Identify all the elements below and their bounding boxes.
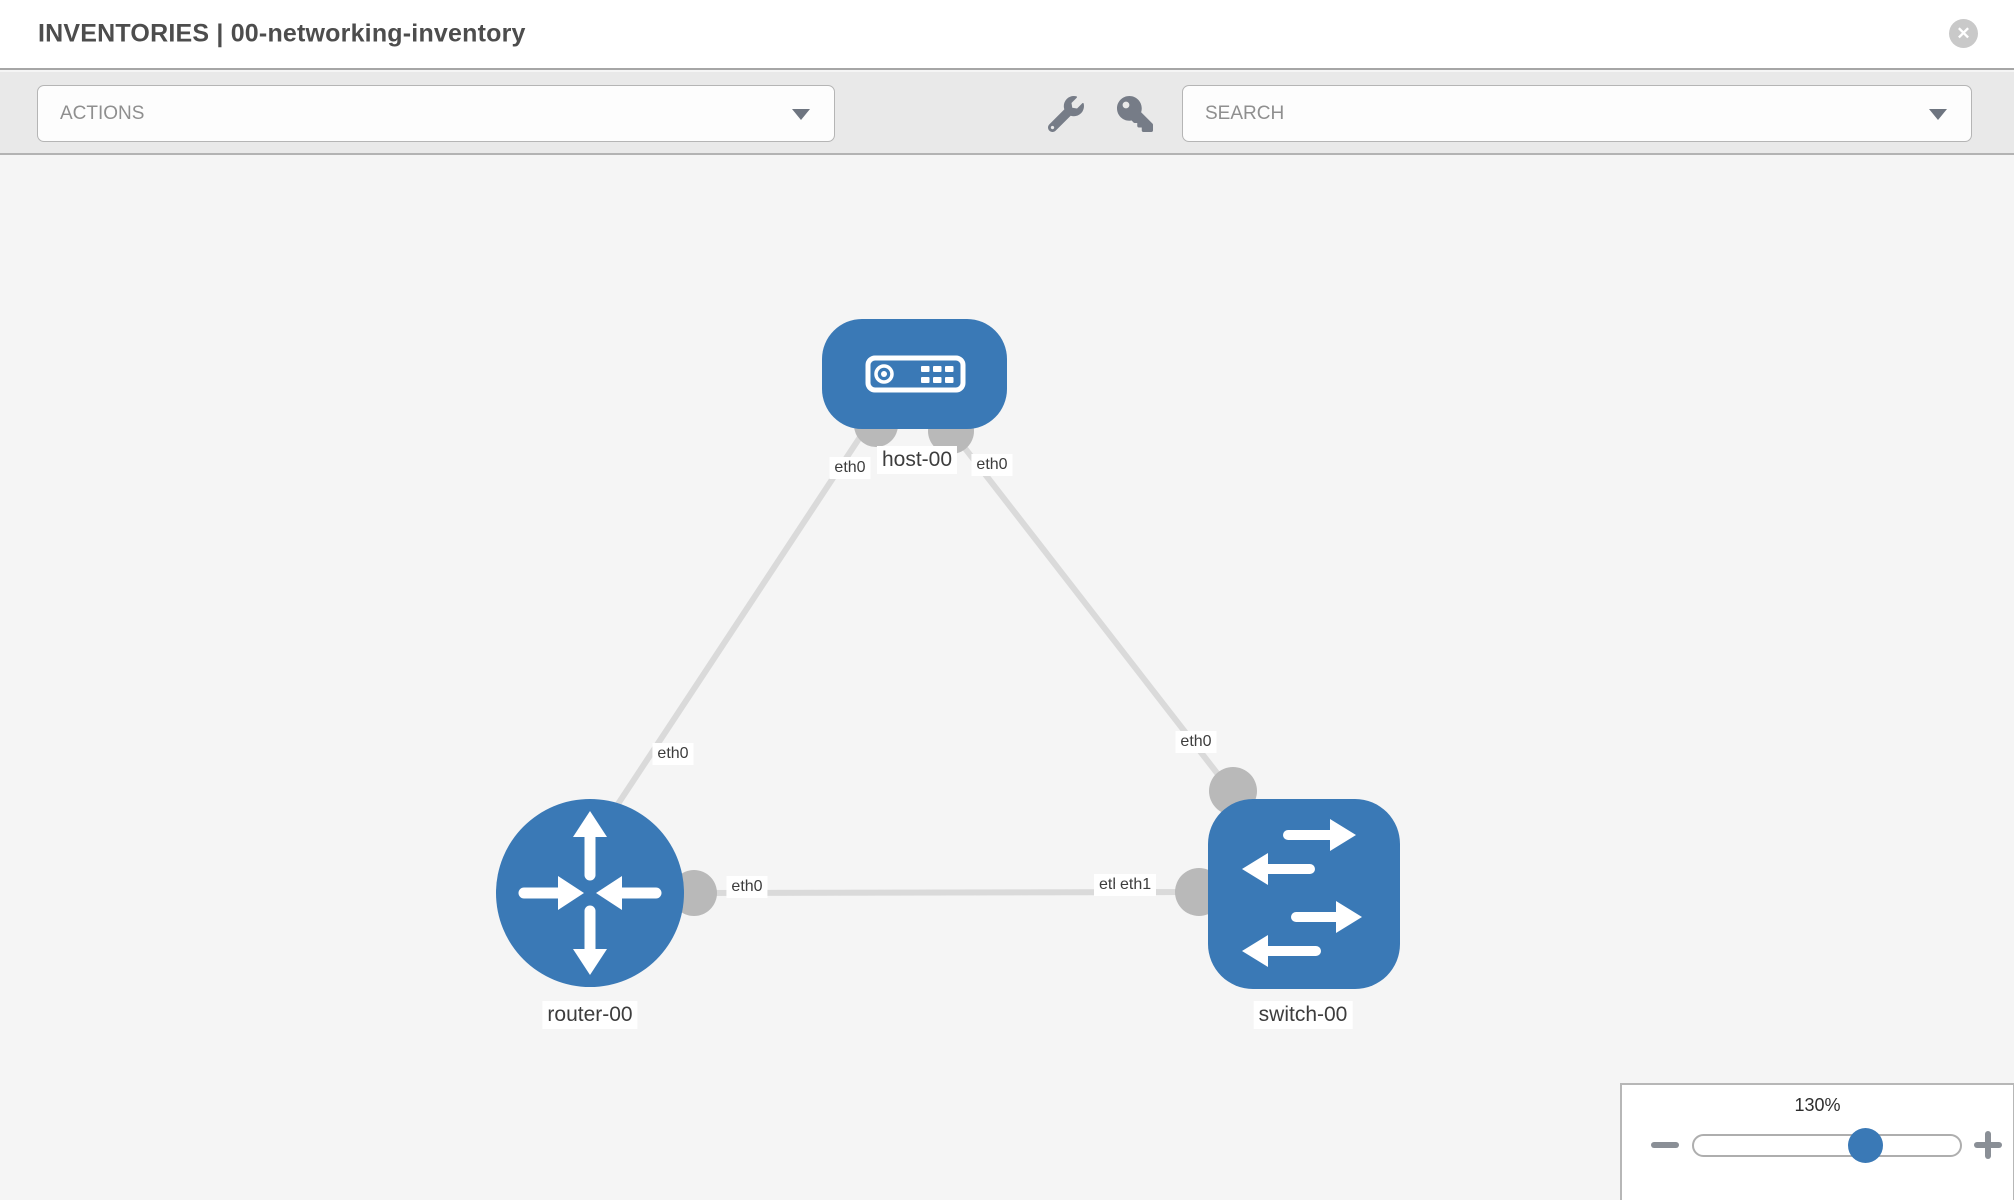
- close-icon: ✕: [1956, 24, 1971, 43]
- switch-icon: [1242, 819, 1362, 967]
- interface-label: eth0: [652, 743, 694, 765]
- node-host-00[interactable]: [822, 319, 1007, 429]
- host-icon: [865, 355, 966, 393]
- zoom-slider-track[interactable]: [1692, 1134, 1962, 1157]
- node-label-router-00: router-00: [542, 1001, 638, 1029]
- interface-label: eth1: [1115, 874, 1157, 896]
- topology-canvas[interactable]: host-00 router-00 switch-00 eth0 eth0 et…: [0, 157, 2014, 1200]
- zoom-control-panel: 130%: [1620, 1083, 2014, 1200]
- node-label-switch-00: switch-00: [1253, 1001, 1353, 1029]
- topology-svg: [496, 319, 1400, 989]
- actions-dropdown-label: ACTIONS: [60, 102, 145, 124]
- zoom-slider-thumb[interactable]: [1848, 1128, 1883, 1163]
- key-icon[interactable]: [1117, 96, 1153, 132]
- link-host-router[interactable]: [613, 420, 873, 809]
- wrench-icon[interactable]: [1048, 96, 1084, 132]
- titlebar: INVENTORIES | 00-networking-inventory ✕: [0, 0, 2014, 70]
- node-switch-00[interactable]: [1208, 799, 1400, 989]
- chevron-down-icon: [1929, 108, 1947, 120]
- node-label-host-00: host-00: [876, 446, 958, 474]
- actions-dropdown[interactable]: ACTIONS: [37, 85, 835, 142]
- toolbar: ACTIONS SEARCH: [0, 72, 2014, 155]
- node-router-00[interactable]: [496, 799, 684, 987]
- page-title: INVENTORIES | 00-networking-inventory: [38, 19, 526, 48]
- interface-label: eth0: [726, 876, 768, 898]
- search-dropdown[interactable]: SEARCH: [1182, 85, 1972, 142]
- zoom-percent-label: 130%: [1794, 1095, 1841, 1115]
- interface-label: eth0: [1175, 731, 1217, 753]
- interface-endpoints: [671, 403, 1257, 916]
- interface-label: eth0: [829, 457, 871, 479]
- router-icon: [518, 811, 662, 975]
- zoom-in-button[interactable]: [1974, 1131, 2002, 1159]
- chevron-down-icon: [792, 108, 810, 120]
- interface-label: eth0: [971, 454, 1013, 476]
- links: [613, 420, 1237, 896]
- interface-label-stack: eth0 eth1: [1094, 874, 1174, 902]
- close-button[interactable]: ✕: [1949, 19, 1978, 48]
- search-dropdown-label: SEARCH: [1205, 102, 1285, 124]
- zoom-out-button[interactable]: [1651, 1142, 1679, 1148]
